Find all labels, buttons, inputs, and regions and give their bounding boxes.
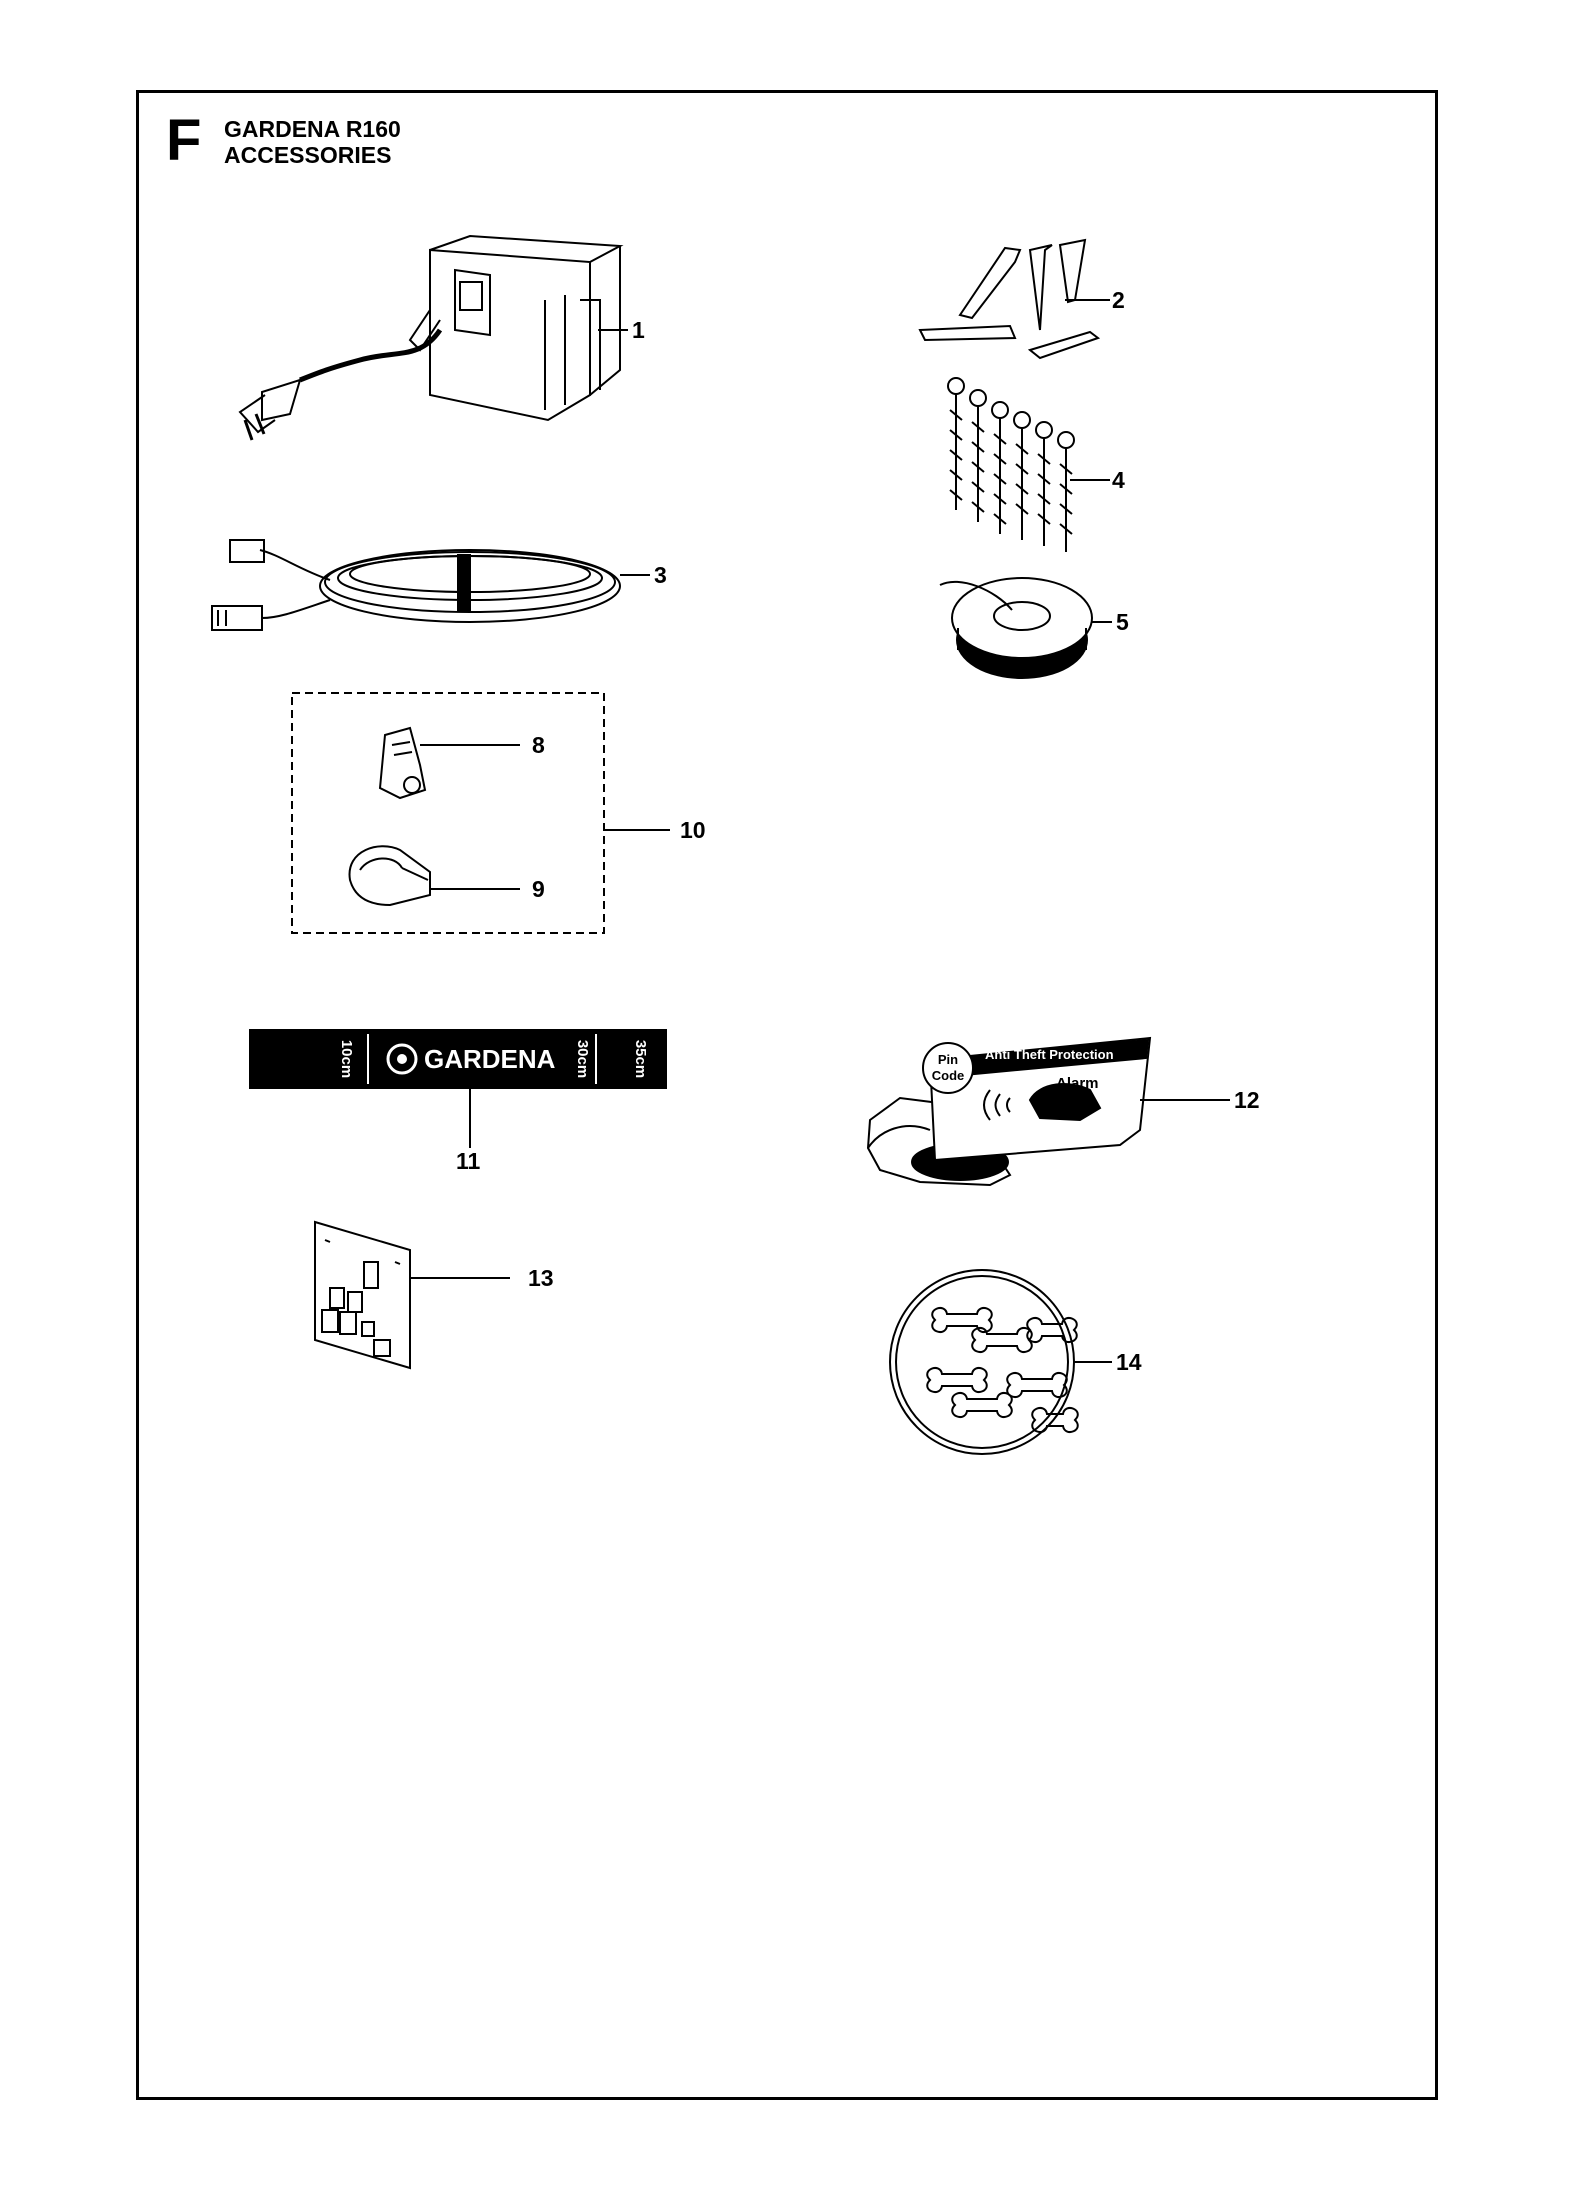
page-title: GARDENA R160 ACCESSORIES [224, 116, 401, 168]
screws-drawing [947, 377, 1075, 552]
ruler-brand: GARDENA [424, 1044, 556, 1074]
callout-4: 4 [1112, 467, 1125, 493]
callout-3: 3 [654, 562, 667, 588]
callout-12: 12 [1234, 1087, 1260, 1113]
round-pad-drawing [889, 1269, 1079, 1455]
callout-8: 8 [532, 732, 545, 758]
sign-code: Code [932, 1068, 965, 1083]
title-line-1: GARDENA R160 [224, 116, 401, 142]
sign-alarm: Alarm [1056, 1075, 1099, 1092]
ruler-mark-2: 30cm [574, 1040, 591, 1078]
section-letter: F [166, 108, 202, 173]
ruler-mark-1: 10cm [338, 1040, 355, 1078]
callout-1: 1 [632, 317, 645, 343]
circuit-board-drawing [314, 1220, 411, 1370]
ruler-mark-3: 35cm [632, 1040, 649, 1078]
sign-protection: Anti Theft Protection [985, 1047, 1114, 1062]
kit-outline [291, 692, 605, 934]
callout-13: 13 [528, 1265, 554, 1291]
connector-drawing [378, 726, 427, 800]
wire-spool-drawing [939, 577, 1093, 679]
gardena-logo-icon [386, 1043, 418, 1075]
callout-5: 5 [1116, 609, 1129, 635]
callout-9: 9 [532, 876, 545, 902]
callout-2: 2 [1112, 287, 1125, 313]
title-line-2: ACCESSORIES [224, 142, 392, 168]
callout-11: 11 [456, 1148, 481, 1174]
power-supply-drawing [238, 234, 624, 441]
sign-pin: Pin [938, 1052, 958, 1067]
mower-sign-drawing [866, 1036, 1152, 1187]
callout-14: 14 [1116, 1349, 1142, 1375]
knob-drawing [348, 845, 431, 907]
cable-loop-drawing [211, 539, 621, 631]
page-frame [136, 90, 1438, 2100]
callout-10: 10 [680, 817, 706, 843]
